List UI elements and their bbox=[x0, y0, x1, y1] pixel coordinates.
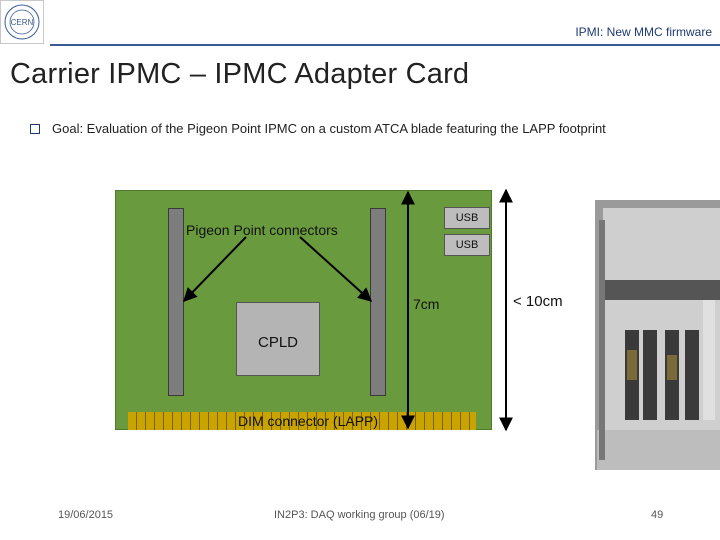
usb-connector-bottom: USB bbox=[444, 234, 490, 256]
cern-logo: CERN bbox=[0, 0, 44, 44]
svg-text:CERN: CERN bbox=[11, 18, 34, 27]
dim-connector-label: DIM connector (LAPP) bbox=[238, 413, 379, 429]
slide-title: Carrier IPMC – IPMC Adapter Card bbox=[10, 58, 470, 90]
seven-cm-label: 7cm bbox=[413, 296, 440, 312]
footer-date: 19/06/2015 bbox=[58, 509, 114, 521]
bullet-checkbox-icon bbox=[30, 124, 40, 134]
atca-crate-photo bbox=[575, 180, 720, 480]
pigeon-connector-right bbox=[370, 208, 386, 396]
arrow-to-right-connector bbox=[299, 236, 373, 302]
bullet-text: Goal: Evaluation of the Pigeon Point IPM… bbox=[52, 121, 606, 136]
header-divider bbox=[50, 44, 720, 46]
cpld-chip: CPLD bbox=[236, 302, 320, 376]
header-title: IPMI: New MMC firmware bbox=[575, 25, 712, 39]
pigeon-point-label: Pigeon Point connectors bbox=[186, 222, 338, 238]
footer-center-text: IN2P3: DAQ working group (06/19) bbox=[274, 509, 445, 521]
ten-cm-label: < 10cm bbox=[513, 293, 563, 310]
usb-connector-top: USB bbox=[444, 207, 490, 229]
arrow-to-left-connector bbox=[183, 236, 247, 303]
dim-connector-strip bbox=[128, 412, 476, 430]
footer-page-number: 49 bbox=[651, 509, 664, 521]
